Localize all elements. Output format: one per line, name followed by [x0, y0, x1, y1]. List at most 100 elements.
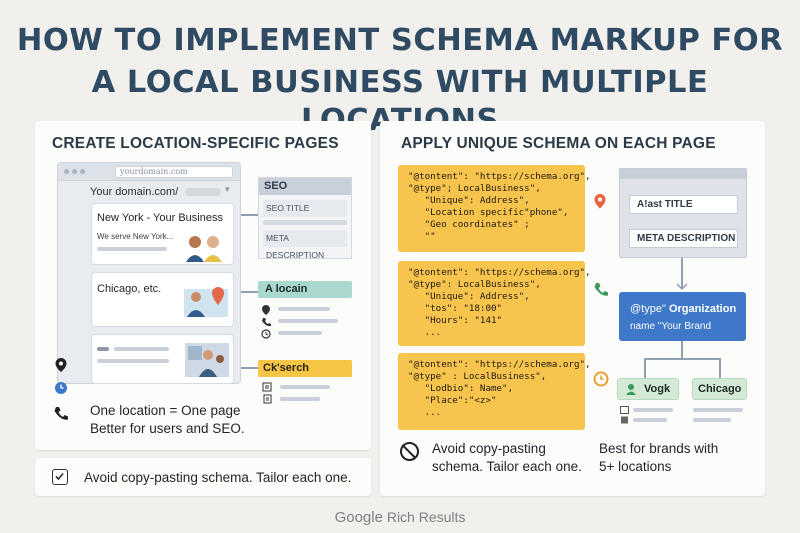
tree-trunk	[681, 341, 683, 359]
location-pin-icon	[55, 358, 67, 372]
connector-location	[234, 291, 258, 293]
text-line	[278, 331, 322, 335]
phone-icon	[54, 407, 68, 420]
text-line	[693, 418, 731, 422]
location-card-chicago[interactable]: Chicago, etc.	[91, 272, 234, 327]
code-line: "Place":"<z>"	[408, 395, 497, 406]
location-card-new-york[interactable]: New York - Your Business We serve New Yo…	[91, 203, 234, 265]
page-title-line-1: HOW TO IMPLEMENT SCHEMA MARKUP FOR	[16, 23, 784, 58]
footer-brand: Google	[334, 509, 383, 526]
card-subtitle: We serve New York...	[97, 232, 174, 241]
browser-url[interactable]: yourdomain.com	[115, 166, 233, 178]
code-line: "@tontent": "https://schema.org",	[408, 359, 591, 370]
code-line: "tos": "18:00"	[408, 303, 503, 314]
phone-icon	[594, 283, 608, 296]
bottom-tip-text: Avoid copy-pasting schema. Tailor each o…	[84, 470, 352, 485]
avoid-line-1: Avoid copy-pasting	[432, 441, 546, 456]
bottom-tip-panel	[35, 458, 371, 496]
checkbox-icon	[52, 469, 68, 485]
summary-text: One location = One page Better for users…	[90, 402, 245, 438]
left-panel-heading: CREATE LOCATION-SPECIFIC PAGES	[52, 135, 339, 152]
organization-type-value: Organization	[668, 303, 737, 315]
seo-box: SEO SEO TITLE META DESCRIPTION	[258, 177, 352, 260]
code-line: "Unique": Address",	[408, 291, 530, 302]
summary-line-1: One location = One page	[90, 403, 241, 418]
code-line: "Hours": "141"	[408, 315, 503, 326]
right-panel-heading: APPLY UNIQUE SCHEMA ON EACH PAGE	[401, 135, 716, 152]
mail-icon	[620, 406, 629, 414]
phone-icon	[621, 416, 628, 424]
code-line: "Location specific"phone",	[408, 207, 569, 218]
location-pin-icon	[594, 194, 606, 209]
branch-label: Chicago	[698, 383, 742, 395]
seo-title-field: SEO TITLE	[263, 200, 347, 217]
best-line-1: Best for brands with	[599, 441, 719, 456]
meta-description-field: META DESCRIPTION	[629, 229, 738, 248]
bullet	[97, 347, 109, 351]
text-line	[97, 359, 169, 363]
organization-box: @type" Organization name "Your Brand	[619, 292, 746, 341]
arrow-head-icon	[676, 283, 688, 291]
text-line	[114, 347, 169, 351]
arrow-down	[681, 258, 683, 288]
code-line: "@type" : LocalBusiness",	[408, 371, 547, 382]
tree-leg-right	[719, 358, 721, 378]
text-line	[633, 408, 673, 412]
text-line	[263, 220, 347, 225]
code-line: ...	[408, 327, 442, 338]
page-title-line-2: A LOCAL BUSINESS WITH MULTIPLE LOCATIONS	[91, 65, 709, 138]
text-line	[280, 385, 330, 389]
location-card-3[interactable]	[91, 334, 234, 384]
summary-line-2: Better for users and SEO.	[90, 421, 245, 436]
text-line	[278, 319, 338, 323]
people-icon	[186, 236, 222, 262]
search-box-heading: Ck'serch	[258, 360, 352, 377]
phone-icon	[262, 318, 271, 327]
meta-description-field: META DESCRIPTION	[263, 230, 347, 260]
domain-label: Your domain.com/	[90, 186, 179, 198]
code-line: "Unique": Address",	[408, 195, 530, 206]
storefront-people-icon	[185, 343, 229, 377]
code-line: ""	[408, 231, 436, 242]
code-line: "@tontent": "https://schema.org",	[408, 171, 591, 182]
window-dot	[64, 169, 69, 174]
schema-code-block-3: "@tontent": "https://schema.org", "@type…	[398, 353, 591, 430]
page-metadata-box: A!ast TITLE META DESCRIPTION	[619, 168, 747, 258]
code-line: ...	[408, 407, 442, 418]
schema-code-block-1: "@tontent": "https://schema.org", "@type…	[398, 165, 591, 252]
text-line	[280, 397, 320, 401]
organization-type-prefix: @type"	[630, 303, 666, 315]
best-line-2: 5+ locations	[599, 459, 672, 474]
footer-label: Rich Results	[386, 509, 466, 525]
code-line: "Lodbio": Name",	[408, 383, 514, 394]
code-line: "Geo coordinates" ;	[408, 219, 530, 230]
person-map-icon	[184, 287, 228, 317]
code-line: "@tontent": "https://schema.org",	[408, 267, 591, 278]
location-heading: A locain	[258, 281, 352, 298]
box-header-bar	[620, 169, 746, 179]
card-title: New York - Your Business	[97, 212, 223, 224]
text-line	[97, 247, 167, 251]
organization-type-line: @type" Organization	[630, 303, 736, 315]
avoid-line-2: schema. Tailor each one.	[432, 459, 582, 474]
list-icon	[262, 382, 272, 392]
text-line	[278, 307, 330, 311]
document-icon	[263, 394, 272, 404]
window-dot	[72, 169, 77, 174]
prohibited-icon	[400, 442, 419, 461]
browser-bar: yourdomain.com	[58, 163, 240, 181]
connector-search	[234, 367, 258, 369]
clock-icon	[593, 371, 609, 387]
text-line	[633, 418, 667, 422]
tree-leg-left	[644, 358, 646, 378]
branch-chip-chicago: Chicago	[692, 378, 747, 400]
domain-pill	[185, 188, 221, 196]
branch-label: Vogk	[644, 383, 671, 395]
pin-icon	[262, 305, 270, 315]
branch-chip-new-york: Vogk	[617, 378, 679, 400]
code-line: "@type": LocalBusiness",	[408, 279, 541, 290]
window-dot	[80, 169, 85, 174]
tree-branch	[644, 358, 720, 360]
organization-name-line: name "Your Brand	[630, 321, 712, 332]
clock-icon	[55, 382, 67, 394]
